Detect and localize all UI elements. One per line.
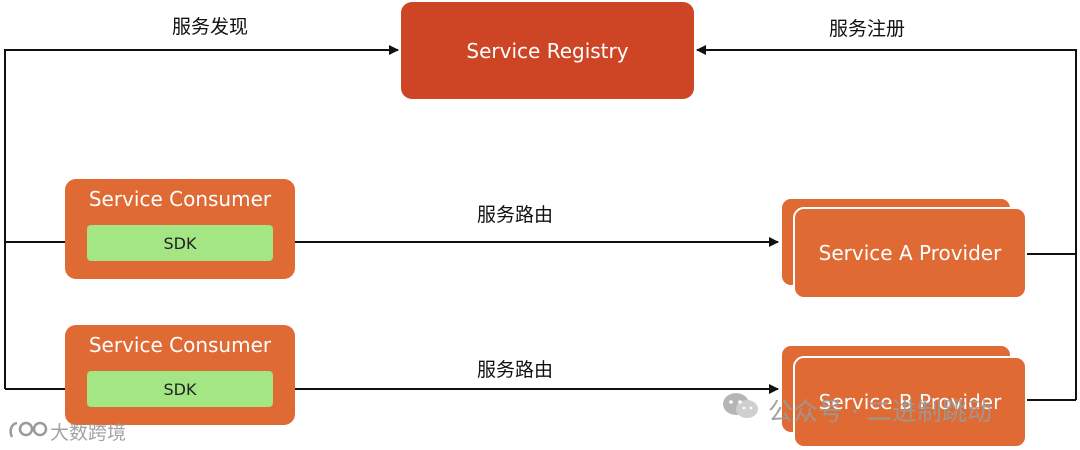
service-registry-node: Service Registry xyxy=(401,2,694,99)
service-consumer-title-bottom: Service Consumer xyxy=(88,333,272,357)
routing-label-bottom: 服务路由 xyxy=(477,359,554,381)
sdk-label-top: SDK xyxy=(163,233,197,253)
service-consumer-title-top: Service Consumer xyxy=(88,187,272,211)
registration-label: 服务注册 xyxy=(829,18,906,40)
sdk-box-bottom: SDK xyxy=(87,371,273,407)
discovery-connector xyxy=(4,45,399,389)
service-b-provider-label: Service B Provider xyxy=(818,390,1002,414)
service-a-provider-label: Service A Provider xyxy=(818,241,1002,265)
registration-connector xyxy=(696,45,1077,400)
brand-logo-icon xyxy=(9,421,48,438)
service-b-provider-node: Service B Provider xyxy=(793,356,1027,448)
sdk-box-top: SDK xyxy=(87,225,273,261)
sdk-label-bottom: SDK xyxy=(163,379,197,399)
watermark-brand-name: 大数跨境 xyxy=(50,422,127,444)
service-a-provider-node: Service A Provider xyxy=(793,207,1027,299)
routing-label-top: 服务路由 xyxy=(477,204,554,226)
wechat-icon xyxy=(723,393,758,418)
discovery-label: 服务发现 xyxy=(172,16,249,38)
service-consumer-node-bottom: Service Consumer SDK xyxy=(65,325,295,425)
service-consumer-node-top: Service Consumer SDK xyxy=(65,179,295,279)
watermark-wechat-account: 公众号 · 二进制跳动 xyxy=(768,397,992,426)
service-registry-label: Service Registry xyxy=(466,38,629,63)
